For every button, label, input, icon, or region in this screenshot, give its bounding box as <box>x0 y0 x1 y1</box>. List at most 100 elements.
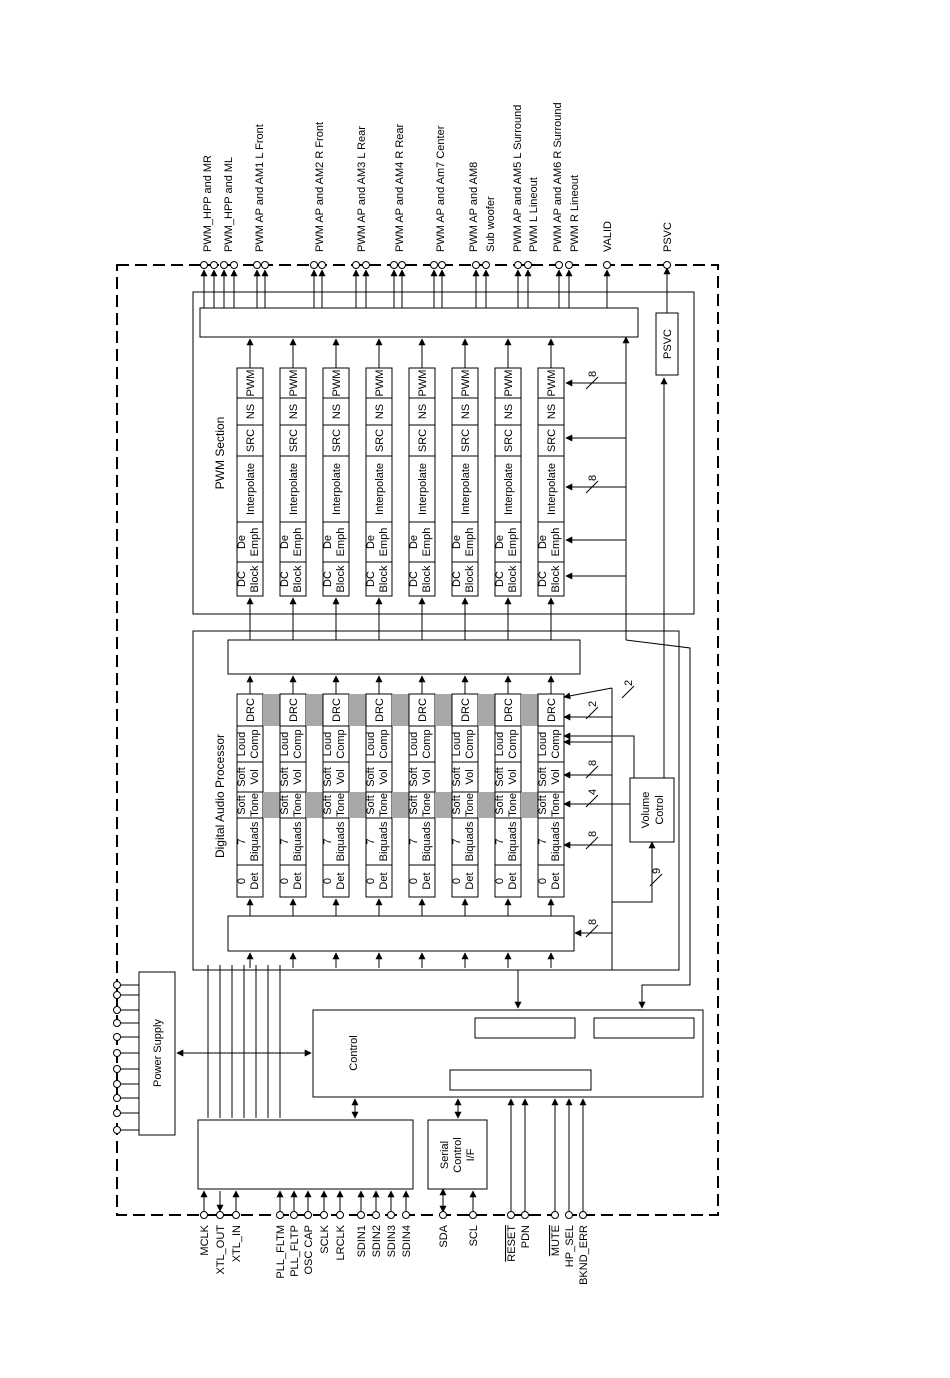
dap-block-label-ch1-4: LoudComp <box>236 729 261 758</box>
dap-block-label-ch2-2-line-0: Soft <box>279 795 291 815</box>
input-pin-label-3: XTL_IN <box>231 1225 243 1262</box>
pwm-block-label-ch4-3: SRC <box>374 429 386 452</box>
dap-block-label-ch7-0-line-0: 0 <box>494 878 506 884</box>
pwm-block-label-ch6-3: SRC <box>460 429 472 452</box>
volume-control-block <box>629 777 675 843</box>
pwm-block-label-ch5-1-line-0: De <box>408 535 420 549</box>
pwm-block-label-ch7-5-line-0: PWM <box>503 370 515 397</box>
dap-block-label-ch4-3-line-0: Soft <box>365 767 377 787</box>
dap-bus-lines <box>207 965 281 1118</box>
dap-block-label-ch3-2-line-0: Soft <box>322 795 334 815</box>
dap-block-label-ch7-3-line-1: Vol <box>507 769 519 784</box>
pwm-block-label-ch3-4-line-0: NS <box>331 404 343 419</box>
pwm-block-ch5-2 <box>408 455 436 523</box>
pwm-block-label-ch1-0: DCBlock <box>236 565 261 592</box>
pwm-block-label-ch8-3: SRC <box>546 429 558 452</box>
pwm-block-ch8-0 <box>537 561 565 597</box>
input-pin-19 <box>579 1211 587 1219</box>
pwm-block-label-ch5-2-line-0: Interpolate <box>417 463 429 515</box>
pwm-block-label-ch7-2: Interpolate <box>503 463 515 515</box>
dap-block-label-ch8-1-line-0: 7 <box>537 838 549 844</box>
dap-block-label-ch4-4: LoudComp <box>365 729 390 758</box>
pwm-block-ch5-1 <box>408 521 436 563</box>
pwm-block-label-ch2-3-line-0: SRC <box>288 429 300 452</box>
dap-block-label-ch3-1-line-1: Biquads <box>335 821 347 861</box>
dap-block-label-ch5-5-line-0: DRC <box>417 698 429 722</box>
pwm-block-label-ch4-5-line-0: PWM <box>374 370 386 397</box>
dap-block-label-ch2-1-line-0: 7 <box>279 838 291 844</box>
output-pin-21 <box>603 261 611 269</box>
dap-block-ch4-3 <box>365 761 393 793</box>
input-pin-16 <box>521 1211 529 1219</box>
power-supply-label: Power Supply <box>152 1019 164 1087</box>
dap-block-label-ch3-1-line-0: 7 <box>322 838 334 844</box>
pwm-block-label-ch4-2-line-0: Interpolate <box>374 463 386 515</box>
input-pin-4 <box>276 1211 284 1219</box>
pwm-block-label-ch2-2-line-0: Interpolate <box>288 463 300 515</box>
dap-block-label-ch4-1-line-0: 7 <box>365 838 377 844</box>
dap-block-label-ch3-2-line-1: Tone <box>335 793 347 817</box>
dap-block-label-ch7-4-line-1: Comp <box>507 729 519 758</box>
control-register-b <box>593 1017 695 1039</box>
output-pin-15 <box>472 261 480 269</box>
dap-block-label-ch4-5: DRC <box>374 698 386 722</box>
dap-block-label-ch6-1-line-0: 7 <box>451 838 463 844</box>
input-pin-5 <box>290 1211 298 1219</box>
input-pin-9 <box>357 1211 365 1219</box>
dap-block-ch1-3 <box>236 761 264 793</box>
power-pin-1 <box>113 981 121 989</box>
dap-block-label-ch6-4-line-0: Loud <box>451 732 463 756</box>
dap-block-ch5-2 <box>408 791 436 819</box>
pwm-block-label-ch8-5-line-0: PWM <box>546 370 558 397</box>
dap-block-label-ch3-3-line-1: Vol <box>335 769 347 784</box>
dap-block-label-ch7-2-line-1: Tone <box>507 793 519 817</box>
pwm-block-label-ch3-5-line-0: PWM <box>331 370 343 397</box>
static-structure <box>116 264 719 1216</box>
dap-block-label-ch2-3-line-0: Soft <box>279 767 291 787</box>
pwm-block-label-ch2-2: Interpolate <box>288 463 300 515</box>
dap-block-label-ch1-2: SoftTone <box>236 793 261 817</box>
pwm-block-label-ch1-3-line-0: SRC <box>245 429 257 452</box>
input-pin-label-11: SDIN3 <box>386 1225 398 1257</box>
pwm-block-label-ch7-0-line-1: Block <box>507 565 519 592</box>
dap-block-ch8-5 <box>537 693 565 727</box>
pwm-block-label-ch4-2: Interpolate <box>374 463 386 515</box>
dap-block-label-ch1-4-line-0: Loud <box>236 732 248 756</box>
vol-line-c <box>563 732 635 778</box>
dap-block-ch5-1 <box>408 817 436 866</box>
dap-block-label-ch6-2-line-1: Tone <box>464 793 476 817</box>
pwm-block-label-ch1-2-line-0: Interpolate <box>245 463 257 515</box>
dap-block-label-ch4-5-line-0: DRC <box>374 698 386 722</box>
pwm-block-label-ch2-1-line-0: De <box>279 535 291 549</box>
input-pin-label-18: HP_SEL <box>564 1225 576 1267</box>
dap-block-label-ch5-1-line-1: Biquads <box>421 821 433 861</box>
dap-block-label-ch6-0-line-1: Det <box>464 872 476 889</box>
dap-block-label-ch4-0-line-1: Det <box>378 872 390 889</box>
pwm-section-frame <box>192 291 695 615</box>
input-pin-2 <box>216 1211 224 1219</box>
pwm-block-label-ch5-1: DeEmph <box>408 528 433 557</box>
output-pin-4 <box>230 261 238 269</box>
dap-block-label-ch1-1-line-1: Biquads <box>249 821 261 861</box>
output-pin-label-2: PWM_HPP and ML <box>223 157 235 252</box>
output-pin-3 <box>220 261 228 269</box>
output-pin-17 <box>514 261 522 269</box>
dap-bus-width-7: 8 <box>587 919 599 925</box>
dap-block-label-ch6-4: LoudComp <box>451 729 476 758</box>
dap-block-label-ch1-5-line-0: DRC <box>245 698 257 722</box>
dap-block-label-ch7-5-line-0: DRC <box>503 698 515 722</box>
dap-block-label-ch7-4: LoudComp <box>494 729 519 758</box>
output-pin-label-9: Sub woofer <box>485 196 497 252</box>
dap-block-label-ch2-0-line-0: 0 <box>279 878 291 884</box>
dap-block-label-ch6-0-line-0: 0 <box>451 878 463 884</box>
pwm-block-label-ch7-1-line-0: De <box>494 535 506 549</box>
dap-link-tone-6 <box>478 792 495 818</box>
dap-block-ch2-3 <box>279 761 307 793</box>
pwm-block-label-ch3-0-line-1: Block <box>335 565 347 592</box>
dap-block-label-ch5-5: DRC <box>417 698 429 722</box>
pwm-block-label-ch4-0-line-0: DC <box>365 571 377 587</box>
output-pin-label-8: PWM AP and AM8 <box>468 162 480 252</box>
pwm-block-label-ch8-0-line-0: DC <box>537 571 549 587</box>
dap-block-label-ch8-0-line-0: 0 <box>537 878 549 884</box>
dap-block-label-ch4-3-line-1: Vol <box>378 769 390 784</box>
